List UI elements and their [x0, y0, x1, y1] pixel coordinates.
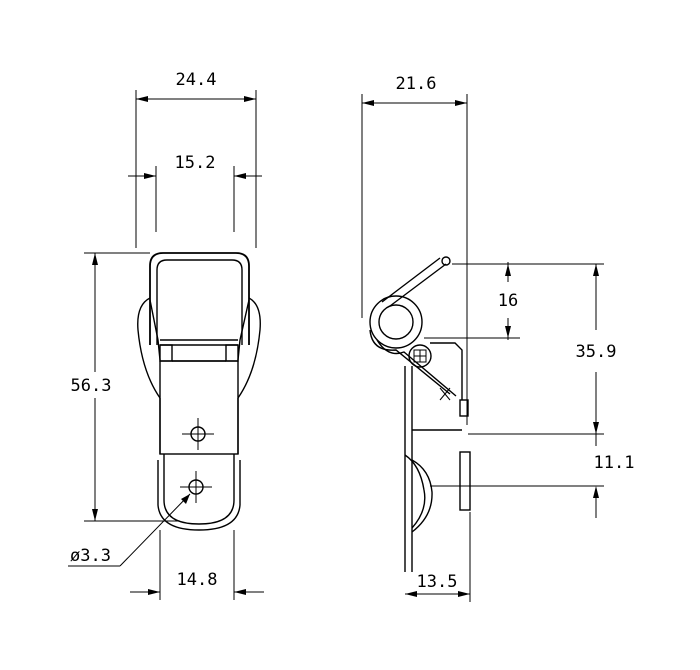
side-view: 21.6	[361, 74, 634, 602]
upper-hole	[182, 418, 214, 450]
pivot-rivet	[408, 344, 432, 368]
label-base-width: 14.8	[177, 570, 218, 590]
dim-hook-offset: 16	[424, 262, 604, 340]
dim-hole-diameter: ø3.3	[68, 493, 191, 567]
dim-depth-overall: 21.6	[361, 74, 468, 425]
label-height-upper: 35.9	[576, 342, 617, 362]
front-view: 24.4 15.2 56.3	[60, 70, 264, 600]
label-hole-diameter: ø3.3	[70, 546, 111, 566]
wire-bail	[149, 252, 250, 345]
label-height-overall: 56.3	[71, 376, 112, 396]
dim-base-depth: 13.5	[405, 512, 471, 602]
dim-height-upper: 35.9	[468, 264, 617, 435]
dim-height-overall: 56.3	[60, 252, 180, 522]
base-plate	[157, 360, 241, 531]
label-depth-overall: 21.6	[396, 74, 437, 94]
latch-body-profile	[404, 342, 469, 572]
label-width-overall: 24.4	[176, 70, 217, 90]
lower-hole	[180, 471, 212, 503]
dim-width-overall: 24.4	[135, 70, 257, 248]
dim-height-lower: 11.1	[484, 434, 634, 518]
dim-base-width: 14.8	[130, 530, 264, 600]
label-hook-offset: 16	[498, 291, 518, 311]
spring-coil	[369, 256, 457, 397]
label-base-depth: 13.5	[417, 572, 458, 592]
label-width-inner: 15.2	[175, 153, 216, 173]
dim-width-inner: 15.2	[128, 153, 262, 232]
keeper-plate	[430, 451, 484, 511]
label-height-lower: 11.1	[594, 453, 635, 473]
